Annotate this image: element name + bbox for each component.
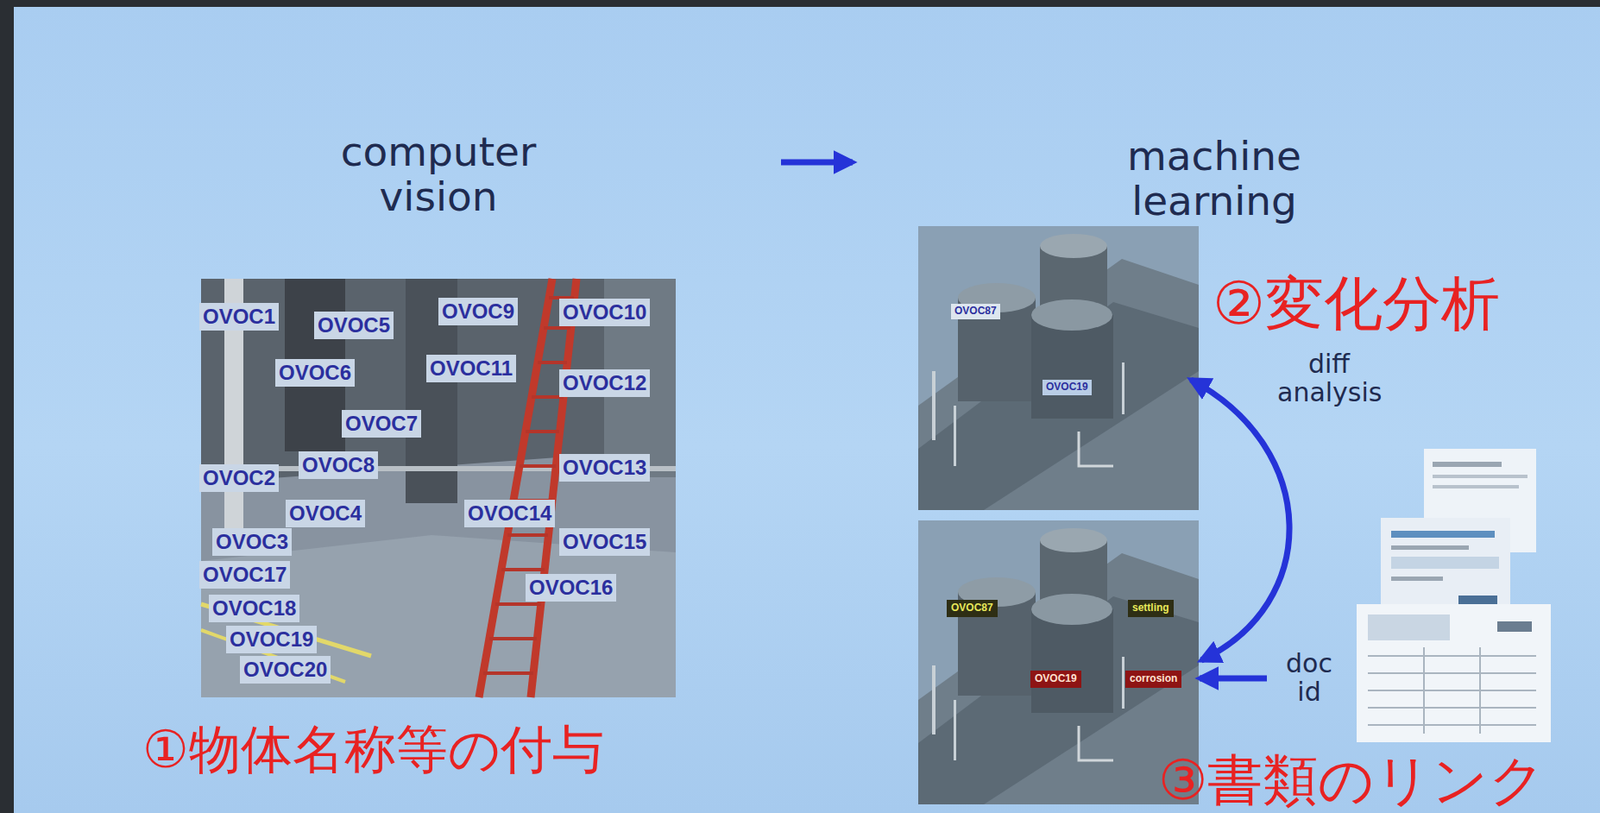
object-tag: OVOC7 xyxy=(341,409,422,438)
tag-text: OVOC12 xyxy=(562,371,647,395)
object-tag: corrosion xyxy=(1125,670,1182,688)
section-heading: machine learning xyxy=(1102,133,1327,223)
tag-text: OVOC15 xyxy=(562,529,647,554)
step-annotation: ①物体名称等の付与 xyxy=(142,723,747,775)
object-tag: OVOC10 xyxy=(559,298,650,327)
step-annotation: ③書類のリンク xyxy=(1158,752,1594,808)
tag-text: OVOC11 xyxy=(429,356,513,380)
tag-text: OVOC7 xyxy=(345,411,418,435)
arrow-label: diff analysis xyxy=(1277,349,1381,407)
tag-text: OVOC18 xyxy=(212,596,297,620)
tag-text: OVOC2 xyxy=(202,466,276,490)
object-tag: OVOC15 xyxy=(559,528,650,556)
object-tag: OVOC13 xyxy=(559,453,650,482)
object-tag: OVOC16 xyxy=(525,573,617,602)
tag-text: OVOC13 xyxy=(562,455,647,479)
object-tag: OVOC87 xyxy=(951,303,1001,320)
object-tag: OVOC87 xyxy=(946,599,998,618)
tag-text: OVOC8 xyxy=(302,453,375,477)
object-tag: OVOC11 xyxy=(426,354,517,383)
object-tag: OVOC6 xyxy=(275,359,355,387)
object-tag: OVOC2 xyxy=(199,464,279,492)
section-heading: computer vision xyxy=(326,129,551,219)
tag-text: OVOC16 xyxy=(529,575,613,599)
object-tag: OVOC17 xyxy=(199,560,290,589)
tag-text: OVOC19 xyxy=(229,627,314,651)
step-annotation: ②変化分析 xyxy=(1212,274,1593,334)
tag-text: settling xyxy=(1132,601,1170,614)
tag-text: OVOC1 xyxy=(202,304,276,328)
tag-text: OVOC5 xyxy=(317,313,391,337)
tag-text: OVOC9 xyxy=(441,299,515,323)
tag-text: corrosion xyxy=(1129,672,1178,685)
tag-text: OVOC87 xyxy=(954,304,997,317)
object-tag: OVOC9 xyxy=(438,297,518,326)
tag-text: OVOC6 xyxy=(278,360,352,385)
tag-text: OVOC20 xyxy=(243,657,328,681)
object-tag: OVOC14 xyxy=(464,499,555,528)
object-tag: OVOC1 xyxy=(199,302,279,331)
tag-text: OVOC4 xyxy=(289,501,362,525)
object-tag: OVOC19 xyxy=(1042,379,1092,396)
tag-text: OVOC10 xyxy=(562,300,647,324)
tag-text: OVOC19 xyxy=(1034,672,1078,685)
object-tag: OVOC18 xyxy=(208,594,300,623)
object-tag: OVOC5 xyxy=(314,311,394,340)
object-tag: OVOC4 xyxy=(285,499,366,528)
tag-text: OVOC14 xyxy=(467,501,552,525)
tag-text: OVOC17 xyxy=(202,562,287,586)
tag-text: OVOC3 xyxy=(215,529,289,554)
object-tag: OVOC12 xyxy=(559,369,650,397)
arrow-label: doc id xyxy=(1274,648,1344,706)
object-tag: OVOC3 xyxy=(212,528,292,556)
object-tag: OVOC8 xyxy=(298,451,378,479)
object-tag: settling xyxy=(1127,599,1174,618)
tag-text: OVOC87 xyxy=(951,601,994,614)
object-tag: OVOC19 xyxy=(1030,670,1082,688)
object-tag: OVOC20 xyxy=(239,655,331,684)
object-tag: OVOC19 xyxy=(226,625,317,654)
tag-text: OVOC19 xyxy=(1045,380,1089,393)
